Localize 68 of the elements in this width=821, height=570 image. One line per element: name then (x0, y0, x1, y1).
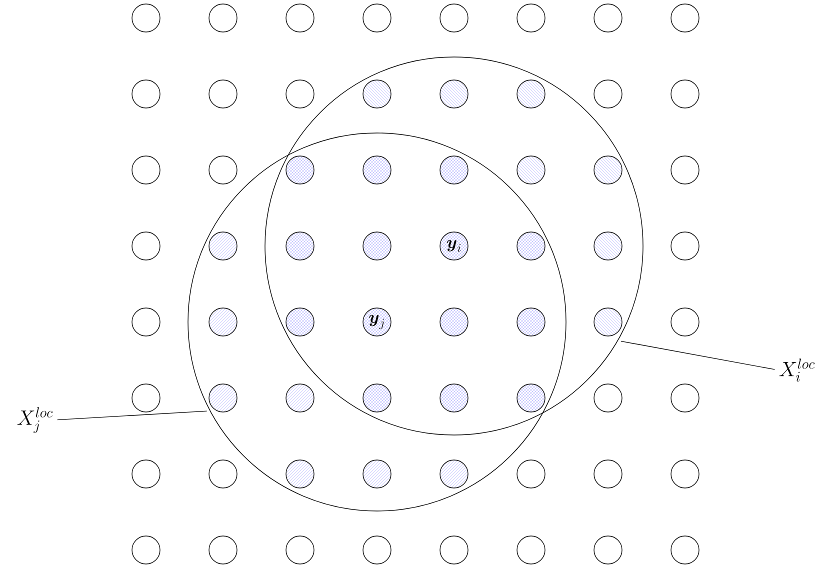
grid-circle (132, 80, 160, 108)
grid-circle (286, 156, 314, 184)
grid-circle (208, 460, 238, 488)
grid-circle (516, 536, 546, 564)
grid-circle (440, 536, 468, 564)
grid-circle (516, 384, 546, 412)
grid-circle (362, 80, 392, 108)
grid-circle (286, 308, 314, 336)
grid-circle (440, 460, 468, 488)
grid-circle (132, 232, 160, 260)
grid-circle (362, 460, 392, 488)
grid-circle (362, 156, 392, 184)
grid-circle (594, 156, 622, 184)
grid-circle (362, 232, 392, 260)
grid-circle (132, 536, 160, 564)
grid-circle (208, 4, 238, 32)
grid-circle (440, 80, 468, 108)
grid-circle (670, 156, 700, 184)
grid-circle (132, 460, 160, 488)
grid-circle (594, 232, 622, 260)
grid-circle (670, 4, 700, 32)
grid-circle (516, 156, 546, 184)
grid-circle (362, 536, 392, 564)
grid-circle (440, 156, 468, 184)
grid-circle (208, 384, 238, 412)
grid-circle (286, 4, 314, 32)
grid-circle (440, 384, 468, 412)
grid-circle (286, 384, 314, 412)
grid-circle (286, 232, 314, 260)
grid-circle (594, 308, 622, 336)
grid-circle (208, 156, 238, 184)
grid-circle (594, 4, 622, 32)
grid-circle (670, 460, 700, 488)
grid-circle (594, 384, 622, 412)
grid-circle (132, 308, 160, 336)
grid-circle (362, 384, 392, 412)
leader-line (57, 410, 208, 420)
grid-circle (516, 460, 546, 488)
grid-circle (516, 4, 546, 32)
grid-circle (516, 80, 546, 108)
grid-circle (362, 4, 392, 32)
grid-circle (208, 232, 238, 260)
grid-circle (132, 384, 160, 412)
grid-circle (286, 460, 314, 488)
grid-circle (440, 308, 468, 336)
set-label: $X_j^{loc}$ (17, 407, 53, 433)
grid-circle (132, 156, 160, 184)
grid-circle (208, 80, 238, 108)
grid-circle (208, 536, 238, 564)
grid-circle (594, 536, 622, 564)
grid-circle (516, 308, 546, 336)
neighborhood-circle (264, 56, 644, 436)
grid-circle (286, 536, 314, 564)
grid-circle (670, 384, 700, 412)
grid-circle (670, 232, 700, 260)
grid-circle (670, 80, 700, 108)
grid-circle (670, 536, 700, 564)
grid-circle (440, 4, 468, 32)
grid-circle (132, 4, 160, 32)
grid-circle (594, 80, 622, 108)
set-label: $X_i^{loc}$ (779, 358, 815, 382)
grid-circle (594, 460, 622, 488)
neighborhood-circle (188, 132, 566, 512)
grid-circle (670, 308, 700, 336)
grid-circle (208, 308, 238, 336)
grid-circle (286, 80, 314, 108)
grid-circle (516, 232, 546, 260)
leader-line (620, 340, 776, 370)
